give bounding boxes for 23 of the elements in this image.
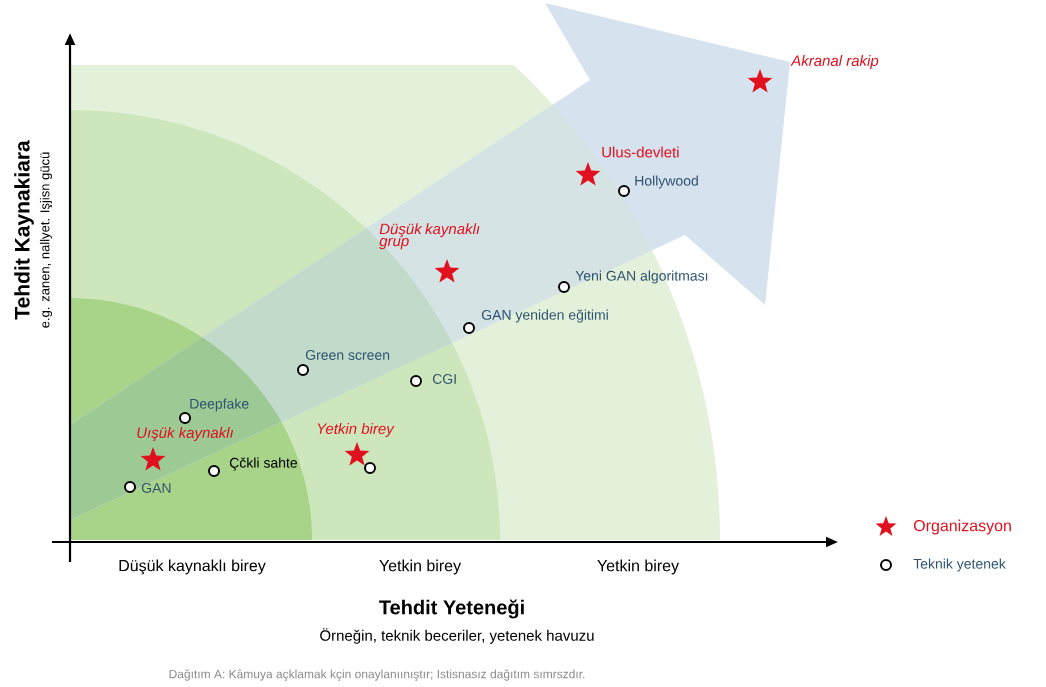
capability-label: Yeni GAN algoritması [575, 270, 708, 284]
capability-label: GAN [141, 483, 171, 493]
legend-label: Teknik yetenek [913, 558, 1006, 572]
axis-title: Tehdit Kaynakiara [14, 140, 34, 320]
capability-label: Çčkli sahte [229, 457, 298, 471]
footer-note: Dağıtım A: Kâmuya açklamak kçin onaylanıınıştır; Istisnasız dağıtım sımrszdır. [169, 669, 585, 681]
axis-category: Düşük kaynaklı birey [119, 559, 266, 575]
organization-label: Akranal rakip [790, 55, 879, 69]
capability-label: Green screen [305, 350, 390, 360]
axis-subtitle: e.g. zanen, nallyet. Işjisn gücü [39, 152, 53, 328]
organization-label: Uışük kaynaklı [137, 427, 234, 441]
axis-title: Tehdit Yeteneği [379, 599, 524, 619]
capability-label: Hollywood [635, 175, 698, 189]
legend-label: Organizasyon [913, 519, 1011, 535]
capability-label: GAN yeniden eğitimi [481, 309, 608, 323]
capability-label: Deepfake [190, 398, 249, 412]
capability-label: CGI [432, 374, 456, 384]
organization-label: Yetkin birey [317, 423, 395, 437]
axis-category: Yetkin birey [379, 559, 461, 575]
axis-subtitle: Örneğin, teknik beceriler, yetenek havuzu [320, 628, 594, 644]
axis-category: Yetkin birey [597, 559, 679, 575]
organization-label: Ulus-devleti [602, 146, 679, 158]
organization-label: Düşük kaynaklı grup [379, 223, 480, 250]
